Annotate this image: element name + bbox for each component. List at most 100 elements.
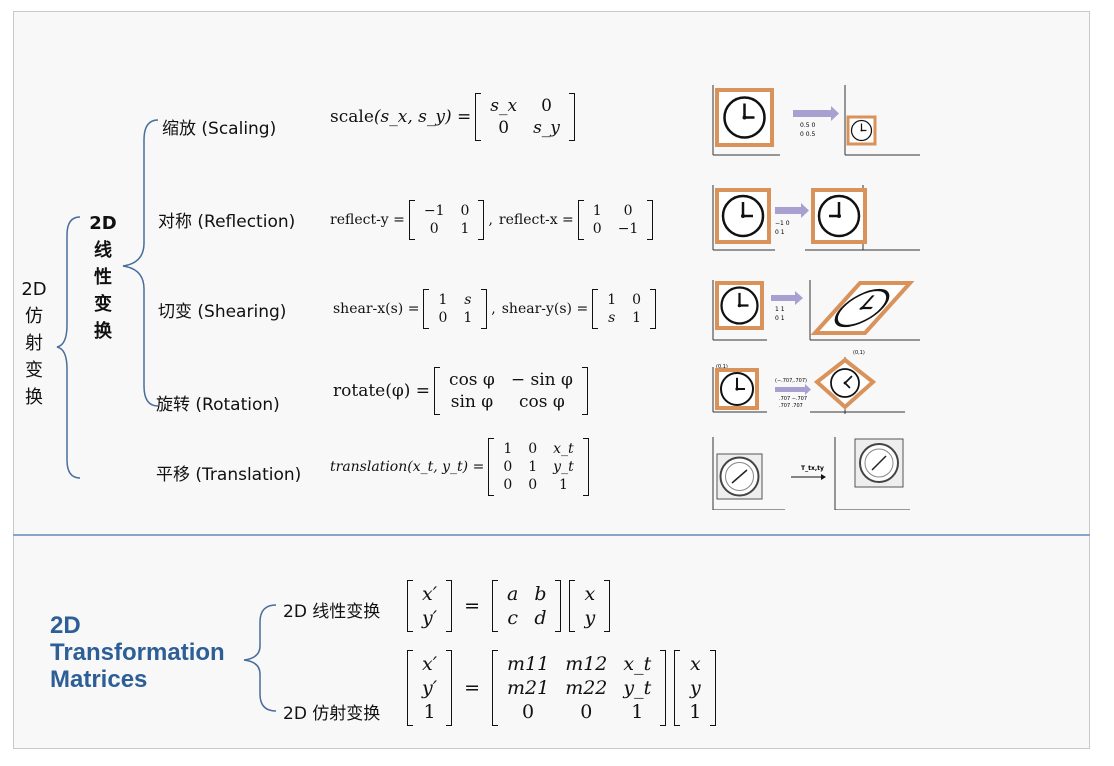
affine-label-line: 2D (21, 279, 47, 300)
shearing-mini-matrix-row: 0 1 (775, 315, 785, 322)
matrix-cell: 0 (498, 118, 510, 138)
vector-cell: x′ (422, 653, 438, 675)
matrix-cell: 1 (592, 203, 602, 219)
matrix-cell: 0 (623, 203, 633, 219)
matrix-cell: s_x (490, 96, 518, 116)
bottom-title: 2D Transformation Matrices (50, 612, 225, 693)
matrix-cell: 1 (503, 441, 513, 457)
vector-cell: y′ (422, 677, 438, 699)
vector-cell: y (584, 607, 596, 629)
matrix-cell: −1 (423, 203, 445, 219)
matrix-cell: sin φ (450, 392, 494, 412)
formula-fn: reflect-y = (330, 212, 405, 228)
reflection-illustration: −1 0 0 1 (712, 185, 920, 251)
affine-lhs-vector: x′ y′ 1 (407, 650, 453, 726)
formula-fn: reflect-x = (498, 212, 574, 228)
matrix-cell: m22 (565, 677, 608, 699)
affine-label-line: 换 (25, 387, 43, 408)
reflection-mini-matrix-row: −1 0 (775, 220, 790, 227)
affine-label-line: 仿 (25, 306, 43, 327)
matrix-cell: 1 (460, 221, 470, 237)
matrix-cell: m11 (506, 653, 550, 675)
reflection-mini-matrix-row: 0 1 (775, 229, 785, 236)
matrix-cell: 0 (460, 203, 470, 219)
matrix-cell: 0 (503, 477, 513, 493)
scaling-illustration: 0.5 0 0 0.5 (712, 85, 920, 156)
matrix-cell: s (608, 310, 616, 326)
translation-arrow-label: T_tx,ty (801, 465, 824, 472)
linear-label-line: 性 (94, 267, 112, 288)
rotation-coord-label: (0,1) (853, 350, 865, 356)
matrix-cell: 0 (429, 221, 439, 237)
rotation-illustration: (0,1) (−.707,.707) .707 −.707 .707 .707 … (712, 350, 905, 414)
affine-label-line: 射 (25, 333, 43, 354)
affine-transform-label: 2D 仿射变换 (283, 704, 381, 724)
shearing-illustration: 1 1 0 1 (712, 280, 920, 341)
matrix-cell: 0 (592, 221, 602, 237)
matrix-cell: b (534, 583, 547, 605)
vector-cell: x (584, 583, 596, 605)
rotation-coord-label: (0,1) (716, 364, 728, 370)
title-line: Matrices (50, 666, 148, 693)
matrix-cell: 0 (528, 477, 538, 493)
linear-label-line: 变 (94, 294, 112, 315)
vector-cell: x′ (422, 583, 438, 605)
matrix-cell: 0 (503, 459, 513, 475)
matrix-cell: m21 (506, 677, 550, 699)
matrix-cell: 0 (528, 441, 538, 457)
reflect-y-matrix: −1 0 0 1 (408, 200, 485, 240)
shearing-label: 切变 (Shearing) (158, 302, 287, 322)
bottom-brace (243, 604, 277, 712)
rotation-mini-matrix-row: .707 .707 (779, 403, 803, 409)
vector-cell: y (689, 677, 701, 699)
matrix-cell: 1 (438, 292, 448, 308)
linear-rhs-vector: x y (569, 580, 611, 632)
matrix-cell: a (506, 583, 519, 605)
translation-label: 平移 (Translation) (156, 465, 302, 485)
reflection-label: 对称 (Reflection) (158, 212, 296, 232)
matrix-cell: 0 (580, 701, 593, 723)
vector-cell: x (689, 653, 701, 675)
matrix-cell: 1 (528, 459, 538, 475)
scaling-mini-matrix-row: 0.5 0 (800, 122, 815, 129)
vector-cell: y′ (422, 607, 438, 629)
rotation-coord-label: (−.707,.707) (775, 378, 807, 384)
affine-brace (56, 216, 81, 479)
matrix-cell: cos φ (518, 392, 565, 412)
linear-vertical-label: 2D 线 性 变 换 (86, 210, 120, 345)
matrix-cell: 0 (522, 701, 535, 723)
affine-label-line: 变 (25, 360, 43, 381)
linear-label-line: 2D (89, 213, 117, 234)
title-line: Transformation (50, 639, 225, 666)
matrix-cell: 0 (632, 292, 642, 308)
matrix-cell: m12 (565, 653, 608, 675)
matrix-cell: 1 (607, 292, 617, 308)
affine-rhs-vector: x y 1 (674, 650, 717, 726)
bottom-panel (13, 535, 1090, 749)
linear-brace (122, 119, 159, 407)
linear-transform-label: 2D 线性变换 (283, 602, 381, 622)
linear-label-line: 换 (94, 321, 112, 342)
vector-cell: 1 (689, 701, 702, 723)
section-divider (13, 534, 1090, 536)
formula-fn: rotate(φ) = (333, 381, 431, 401)
matrix-cell: x_t (623, 653, 652, 675)
matrix-cell: cos φ (449, 370, 495, 390)
title-line: 2D (50, 612, 81, 639)
matrix-cell: d (534, 607, 547, 629)
top-panel (13, 11, 1090, 535)
matrix-cell: s (464, 292, 472, 308)
